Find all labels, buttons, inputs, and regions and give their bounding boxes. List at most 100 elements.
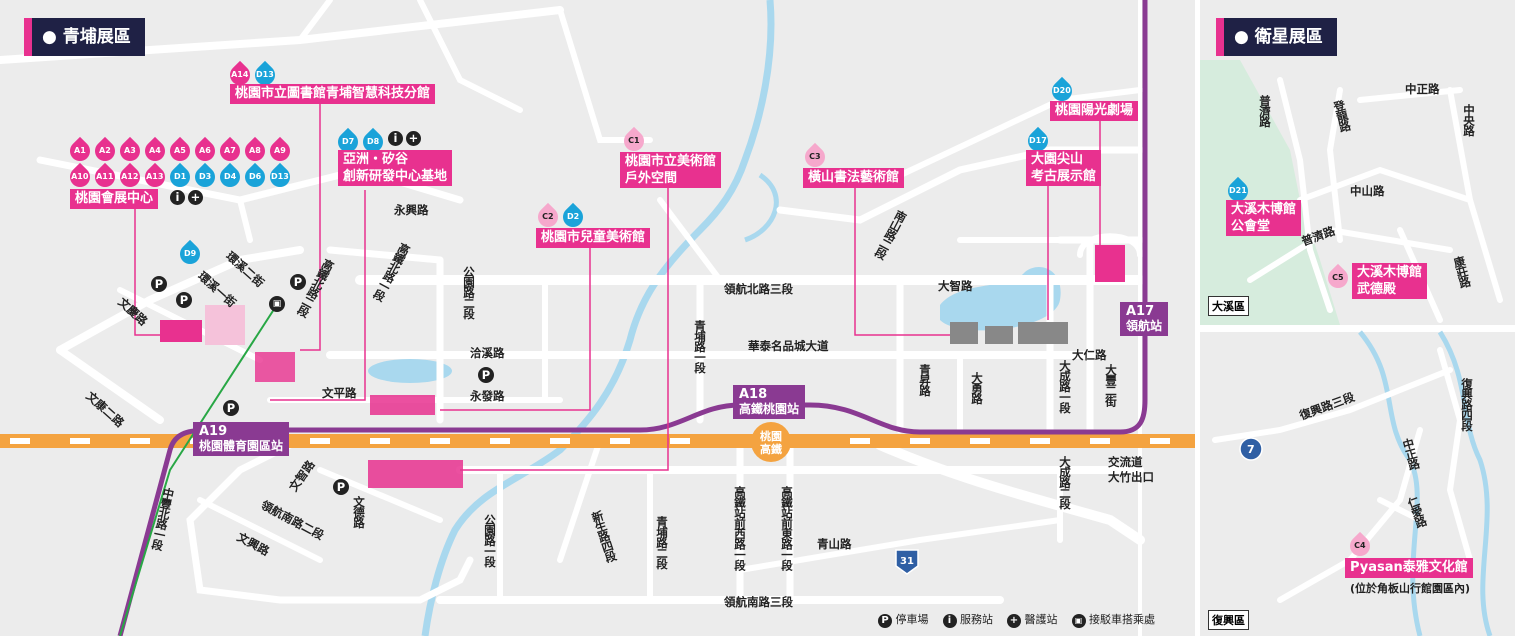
badge-d9: D9 xyxy=(175,239,205,269)
road-wende: 文德路 xyxy=(352,496,366,528)
venue-art-museum-l2: 戶外空間 xyxy=(625,171,678,186)
road-qingshan: 青山路 xyxy=(817,537,852,551)
badge-c5: C5 xyxy=(1323,263,1353,293)
badge-d2: D2 xyxy=(558,202,588,232)
road-qingpu-1: 青埔路一段 xyxy=(693,320,707,373)
info-icon: i xyxy=(388,131,403,146)
road-yuxi: 洽溪路 xyxy=(470,346,505,360)
legend-shuttle: 接駁車搭乘處 xyxy=(1089,613,1155,626)
badge-a12: A12 xyxy=(115,162,145,192)
station-a18-code: A18 xyxy=(739,387,768,402)
drop-icon: ● xyxy=(1234,27,1249,47)
hsr-rail xyxy=(0,434,1195,448)
badge-a9: A9 xyxy=(265,136,295,166)
pyasan-badges: C4 xyxy=(1345,531,1375,561)
panel-title-qingpu-text: 青埔展區 xyxy=(62,27,131,47)
badge-d6: D6 xyxy=(240,162,270,192)
road-qingsheng: 青昇路 xyxy=(918,364,932,396)
panel-title-weixing-text: 衛星展區 xyxy=(1254,27,1323,47)
road-gongyuan-1: 公園路一段 xyxy=(483,514,497,567)
parking-icon: P xyxy=(290,274,306,290)
drop-icon: ● xyxy=(42,27,57,47)
road-linghang-n3: 領航北路三段 xyxy=(724,282,793,296)
district-daxi: 大溪區 xyxy=(1208,296,1249,316)
parking-icon: P xyxy=(151,276,167,292)
badge-d13: D13 xyxy=(265,162,295,192)
badge-d3: D3 xyxy=(190,162,220,192)
road-gaotie-w1: 高鐵站前西路一段 xyxy=(733,486,747,570)
legend-parking: 停車場 xyxy=(895,613,929,626)
venue-calligraphy[interactable]: 橫山書法藝術館 xyxy=(803,168,905,188)
road-gaotie-e1: 高鐵站前東路一段 xyxy=(780,486,794,570)
info-icon: i xyxy=(170,190,185,205)
parking-icon: P xyxy=(223,400,239,416)
badge-a5: A5 xyxy=(165,136,195,166)
hsr-station-label: 桃園高鐵 xyxy=(760,430,782,456)
road-zhongyang: 中央路 xyxy=(1462,104,1476,136)
road-fuxing4: 復興路四段 xyxy=(1460,378,1474,431)
legend: P 停車場 i 服務站 + 醫護站 ▣ 接駁車搭乘處 xyxy=(878,611,1155,628)
station-a18-name: 高鐵桃園站 xyxy=(739,402,800,416)
building-convention xyxy=(160,320,202,342)
road-qingpu-2: 青埔路二段 xyxy=(655,516,669,569)
highway-31-icon: 31 xyxy=(900,556,914,567)
venue-convention[interactable]: 桃園會展中心 xyxy=(70,189,159,209)
district-fuxing: 復興區 xyxy=(1208,610,1249,630)
station-a17-code: A17 xyxy=(1126,304,1155,319)
road-yufa: 永發路 xyxy=(470,389,505,403)
venue-library[interactable]: 桃園市立圖書館青埔智慧科技分館 xyxy=(230,84,436,104)
art-museum-badges: C1 xyxy=(619,126,649,156)
road-jiaoliu-2: 大竹出口 xyxy=(1108,470,1154,484)
badge-a3: A3 xyxy=(115,136,145,166)
road-wenping: 文平路 xyxy=(322,386,357,400)
badge-a7: A7 xyxy=(215,136,245,166)
road-dacheng-2: 大成路二段 xyxy=(1058,456,1072,509)
road-dacheng-1: 大成路一段 xyxy=(1058,360,1072,413)
badge-a2: A2 xyxy=(90,136,120,166)
venue-asia-silicon-l2: 創新研發中心基地 xyxy=(343,169,448,184)
badge-a13: A13 xyxy=(140,162,170,192)
venue-pyasan-note: (位於角板山行館園區內) xyxy=(1350,582,1471,595)
green-area xyxy=(1200,60,1340,325)
venue-daxi-public-hall[interactable]: 大溪木博館公會堂 xyxy=(1226,200,1302,236)
station-a19-code: A19 xyxy=(199,424,228,439)
road-zhongshan: 中山路 xyxy=(1350,184,1385,198)
venue-archaeology[interactable]: 大園尖山考古展示館 xyxy=(1026,150,1102,186)
theater-badges: D20 xyxy=(1047,76,1077,106)
road-dafeng-2: 大豐二街 xyxy=(1104,364,1118,406)
venue-theater[interactable]: 桃園陽光劇場 xyxy=(1050,101,1139,121)
legend-medical: 醫護站 xyxy=(1024,613,1058,626)
daxi-public-hall-badges: D21 xyxy=(1223,176,1253,206)
badge-a1: A1 xyxy=(65,136,95,166)
badge-a10: A10 xyxy=(65,162,95,192)
archaeology-badges: D17 xyxy=(1023,126,1053,156)
venue-daxi-public-hall-l2: 公會堂 xyxy=(1231,219,1271,234)
venue-daxi-martial-hall-l2: 武德殿 xyxy=(1357,282,1397,297)
shuttle-icon: ▣ xyxy=(1071,614,1086,628)
badge-c3: C3 xyxy=(800,142,830,172)
info-icon: i xyxy=(942,614,957,628)
venue-daxi-martial-hall[interactable]: 大溪木博館武德殿 xyxy=(1352,263,1428,299)
venue-children-museum[interactable]: 桃園市兒童美術館 xyxy=(536,228,651,248)
road-dazhi: 大智路 xyxy=(938,279,973,293)
badge-d4: D4 xyxy=(215,162,245,192)
parking-icon: P xyxy=(878,614,892,628)
road-yongxing: 永興路 xyxy=(394,203,429,217)
venue-asia-silicon[interactable]: 亞洲・矽谷創新研發中心基地 xyxy=(338,150,453,186)
venue-art-museum[interactable]: 桃園市立美術館戶外空間 xyxy=(620,152,722,188)
road-huatai: 華泰名品城大道 xyxy=(748,339,829,353)
parking-icon: P xyxy=(478,367,494,383)
road-zhongzheng: 中正路 xyxy=(1405,82,1440,96)
building-theater xyxy=(1095,245,1125,282)
venue-pyasan[interactable]: Pyasan泰雅文化館 xyxy=(1345,558,1473,578)
badge-a8: A8 xyxy=(240,136,270,166)
